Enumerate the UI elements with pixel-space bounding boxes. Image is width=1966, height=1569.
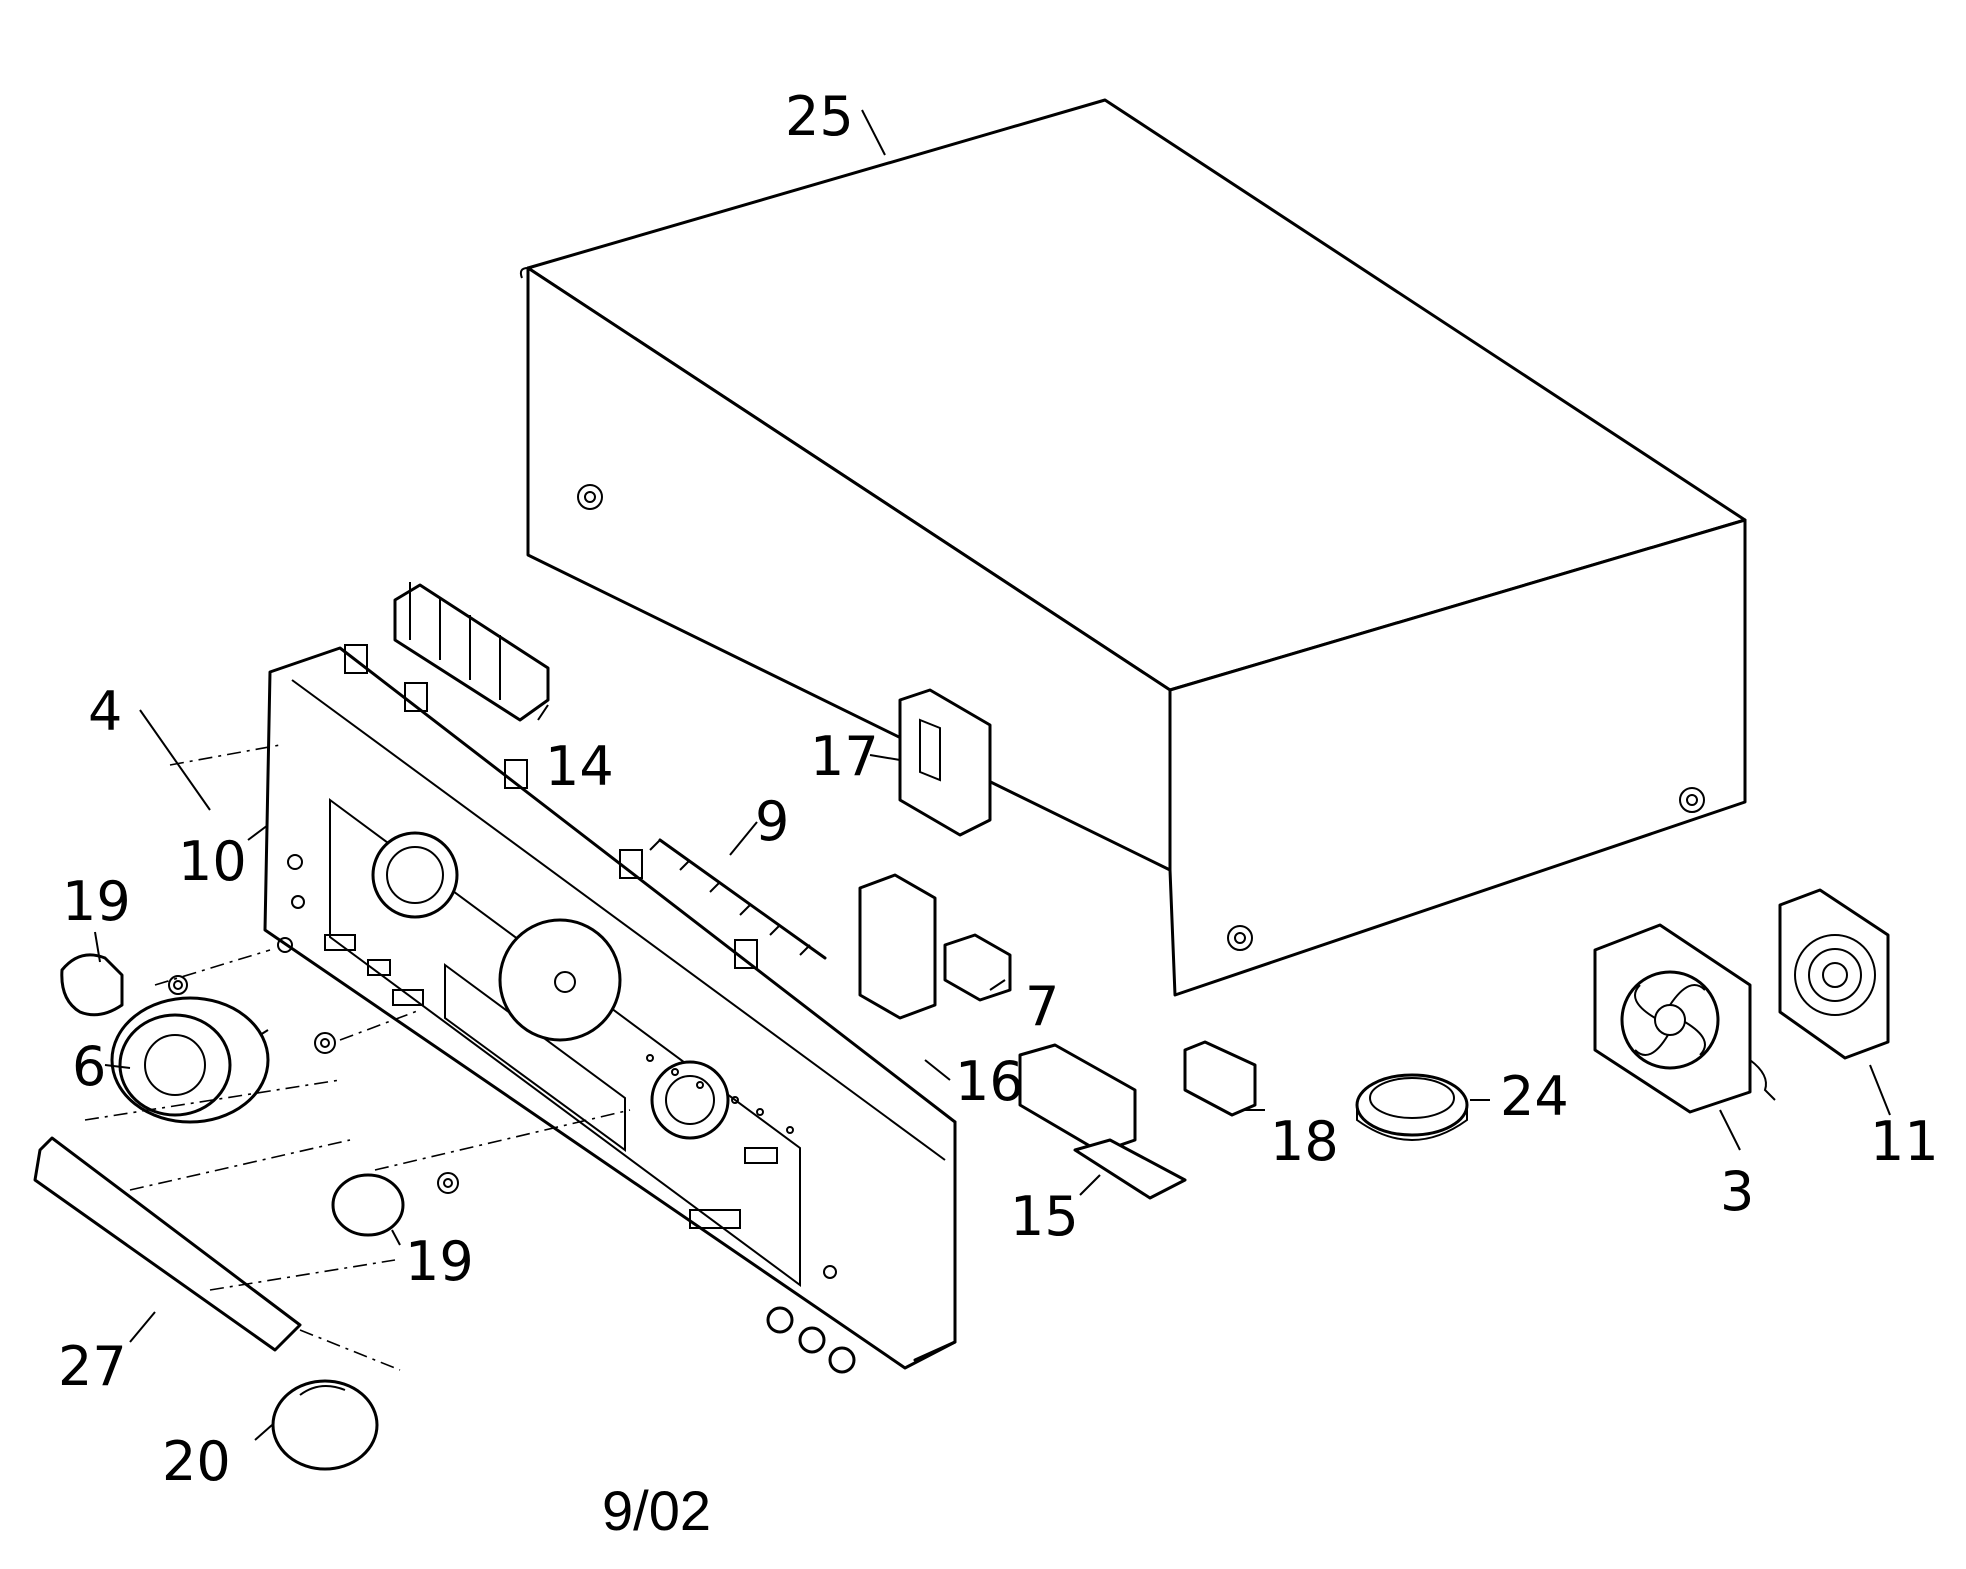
assembly-guidelines [84,744,631,1371]
label-bottom-knob: 20 [162,1430,231,1493]
switch-block-15 [1018,1043,1187,1200]
front-panel [263,644,957,1374]
fan [1593,923,1776,1114]
leader-lines [94,109,1891,1441]
label-jack-16: 16 [955,1050,1024,1113]
label-upper-switch-block: 14 [545,735,614,798]
label-window: 27 [58,1335,127,1398]
callout-labels: 25 4 10 14 9 17 19 19 6 27 20 7 16 15 18… [58,85,1939,1493]
label-lever-row: 9 [755,790,789,853]
large-knob [110,996,336,1124]
fan-guard [1778,888,1890,1060]
small-knob-lower [331,1172,459,1237]
jack-block-7 [943,933,1012,1002]
small-knob-left [60,953,188,1017]
label-foot: 24 [1500,1065,1569,1128]
foot [1355,1073,1469,1141]
label-small-knob-left: 19 [62,870,131,933]
date-code: 9/02 [602,1479,711,1542]
lever-row [649,838,827,960]
label-fan: 3 [1720,1160,1754,1223]
label-cover: 25 [785,85,854,148]
label-switch-15: 15 [1010,1185,1079,1248]
label-fan-guard: 11 [1870,1110,1939,1173]
label-large-knob: 6 [72,1035,106,1098]
label-switch-18: 18 [1270,1110,1339,1173]
bottom-knob [271,1379,379,1471]
label-front-panel: 10 [178,830,247,893]
label-small-knob-lower: 19 [405,1230,474,1293]
label-screws: 4 [88,680,122,743]
jack-block-16 [858,873,937,1020]
window-lens [33,1136,302,1352]
jack-block-17 [898,688,992,837]
label-jack-7: 7 [1025,975,1059,1038]
switch-block-18 [1183,1040,1257,1117]
label-jack-block-17: 17 [810,725,879,788]
top-cover [519,98,1747,997]
upper-switch-block [393,582,550,722]
